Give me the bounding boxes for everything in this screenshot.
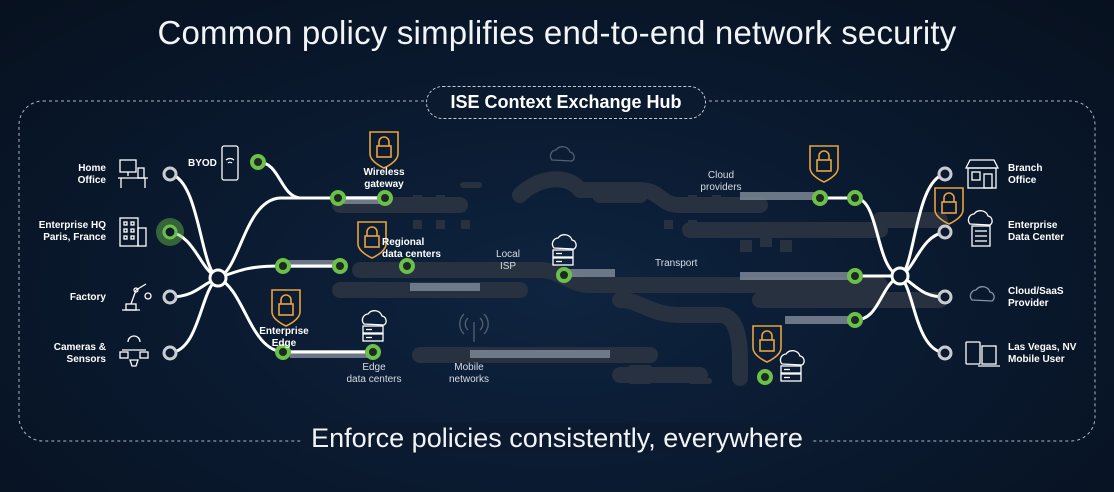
phone-icon xyxy=(221,145,239,181)
building-icon xyxy=(119,217,147,247)
cloud-icon xyxy=(549,146,575,162)
server-icons xyxy=(361,234,805,382)
byod-label: BYOD xyxy=(188,158,217,169)
right-connections xyxy=(818,172,947,355)
home-office-icon xyxy=(118,159,148,188)
traffic-strips xyxy=(284,192,855,358)
mobile-devices-icon xyxy=(965,341,1000,367)
footer-tagline: Enforce policies consistently, everywher… xyxy=(0,423,1114,454)
antenna-icon xyxy=(459,313,489,342)
left-endpoint-label: Factory xyxy=(69,292,106,303)
lock-shields xyxy=(271,131,964,363)
left-icons xyxy=(118,159,152,367)
cloud-server-icon xyxy=(361,310,387,342)
green-nodes xyxy=(250,154,863,385)
lock-icon xyxy=(752,325,782,363)
lock-icon xyxy=(809,145,839,183)
cloud-icon xyxy=(969,286,995,302)
left-connections xyxy=(168,160,387,355)
right-icons xyxy=(964,159,1000,367)
cloud-server-icon xyxy=(779,350,805,382)
lock-icon xyxy=(369,131,399,169)
lock-icon xyxy=(934,187,964,225)
lock-icon xyxy=(357,221,387,259)
left-junction xyxy=(208,268,228,288)
data-center-icon xyxy=(967,210,993,247)
camera-sensor-icon xyxy=(119,335,149,367)
transport-label: Transport xyxy=(655,258,698,269)
lock-icon xyxy=(271,289,301,327)
road-dots xyxy=(413,182,792,384)
endpoint-ports xyxy=(162,166,953,361)
enterprise-hq-port xyxy=(162,224,178,240)
hub-label: ISE Context Exchange Hub xyxy=(426,86,706,119)
page-title: Common policy simplifies end-to-end netw… xyxy=(157,14,957,51)
storefront-icon xyxy=(964,159,1000,189)
cloud-server-icon xyxy=(551,234,577,266)
left-endpoint-label: Cameras &Sensors xyxy=(53,342,106,365)
right-junction xyxy=(890,266,910,286)
robot-arm-icon xyxy=(122,283,152,311)
